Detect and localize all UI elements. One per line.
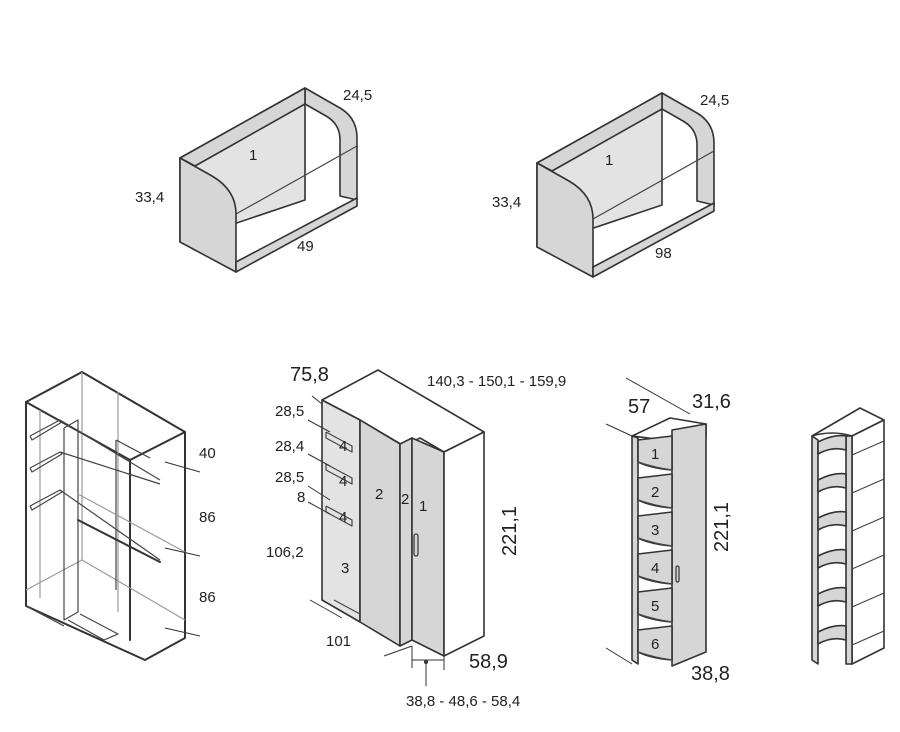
corner-wardrobe-right-side [443,431,485,657]
corner-wardrobe-inner-depth: 101 [326,633,351,650]
rear-shelves [817,434,885,646]
corner-shelf-handle [675,565,680,583]
corner-wardrobe: 4 4 4 3 2 2 1 75,8 140,3 - 150,1 - 159,9… [266,364,566,710]
shelf-large-height: 33,4 [492,194,521,211]
shelf-large-number: 1 [605,152,613,169]
shelf-small-right-side [304,87,358,201]
corner-shelf-number-6: 6 [651,636,659,653]
corner-shelf-number-2: 2 [651,484,659,501]
shelf-large-width: 98 [655,245,672,262]
shelf-large-left-side [536,162,594,278]
corner-shelf-right-side [671,423,707,667]
corner-shelf-top-right: 31,6 [692,391,731,413]
shelf-small-height: 33,4 [135,189,164,206]
wardrobe-frame-dim-bottom: 86 [199,589,216,606]
corner-shelf-number-1: 1 [651,446,659,463]
rear-side-shelf-1 [851,440,885,456]
corner-shelf-edge-5 [637,613,673,623]
corner-wardrobe-door-options: 38,8 - 48,6 - 58,4 [406,693,520,710]
corner-wardrobe-side: 75,8 [290,364,329,386]
corner-wardrobe-dim-left-2: 28,4 [275,438,304,455]
corner-wardrobe-height: 221,1 [499,506,521,556]
corner-wardrobe-dim-left-4: 8 [297,489,305,506]
shelf-small-bottom [235,197,358,273]
rear-side-shelf-6 [851,630,885,646]
shelf-large: 1 24,5 33,4 98 [492,92,729,278]
shelf-large-bottom [592,202,715,278]
shelf-small-number: 1 [249,147,257,164]
wardrobe-frame: 40 86 86 [25,371,216,661]
rear-shelf-5 [817,586,847,607]
corner-shelf-rear-back [845,435,853,665]
corner-wardrobe-shelf-mark-2: 4 [339,473,347,490]
corner-wardrobe-door-middle [359,419,401,647]
corner-shelf-edge-1 [637,461,673,471]
shelf-large-right-side [661,92,715,206]
wardrobe-frame-dim-top: 40 [199,445,216,462]
rear-side-shelf-5 [851,592,885,608]
corner-shelf-rear-right-side [851,419,885,665]
corner-wardrobe-dim-left-1: 28,5 [275,403,304,420]
corner-wardrobe-dim-left-3: 28,5 [275,469,304,486]
corner-shelf-edge-4 [637,575,673,585]
corner-wardrobe-part-2-small: 2 [401,491,409,508]
shelf-large-depth: 24,5 [700,92,729,109]
corner-shelf-bottom: 38,8 [691,663,730,685]
corner-wardrobe-door-front [411,437,445,657]
corner-shelf-top-left: 57 [628,396,650,418]
corner-shelves: 1 2 3 4 5 6 [637,435,673,661]
corner-shelf-rear-left-rail [811,435,819,665]
corner-wardrobe-shelf-mark-1: 4 [339,438,347,455]
corner-shelf-edge-2 [637,499,673,509]
corner-wardrobe-part-3: 3 [341,560,349,577]
corner-shelf-height: 221,1 [711,502,733,552]
corner-shelf-edge-3 [637,537,673,547]
corner-shelf-left-rail [631,435,639,665]
rear-shelf-6 [817,624,847,645]
rear-side-shelf-2 [851,478,885,494]
wardrobe-frame-dim-mid: 86 [199,509,216,526]
rear-side-shelf-4 [851,554,885,570]
corner-wardrobe-part-2: 2 [375,486,383,503]
corner-shelf-number-5: 5 [651,598,659,615]
corner-wardrobe-width-options: 140,3 - 150,1 - 159,9 [427,373,566,390]
rear-shelf-4 [817,548,847,569]
corner-shelf-edge-6 [637,651,673,661]
corner-shelf-number-3: 3 [651,522,659,539]
corner-shelf-number-4: 4 [651,560,659,577]
corner-wardrobe-shelf-mark-3: 4 [339,509,347,526]
corner-wardrobe-door-corner [399,437,413,647]
shelf-small-width: 49 [297,238,314,255]
rear-side-shelf-3 [851,516,885,532]
shelf-small: 1 24,5 33,4 49 [135,87,372,273]
corner-shelf-unit-rear [811,407,885,665]
shelf-small-left-side [179,157,237,273]
rear-shelf-1 [817,434,847,455]
corner-wardrobe-depth: 58,9 [469,651,508,673]
shelf-small-depth: 24,5 [343,87,372,104]
rear-shelf-2 [817,472,847,493]
corner-wardrobe-part-1: 1 [419,498,427,515]
corner-wardrobe-handle [413,533,419,557]
rear-shelf-3 [817,510,847,531]
corner-wardrobe-dim-left-5: 106,2 [266,544,304,561]
corner-shelf-unit: 57 31,6 38,8 221,1 1 2 3 4 5 6 [605,377,733,685]
